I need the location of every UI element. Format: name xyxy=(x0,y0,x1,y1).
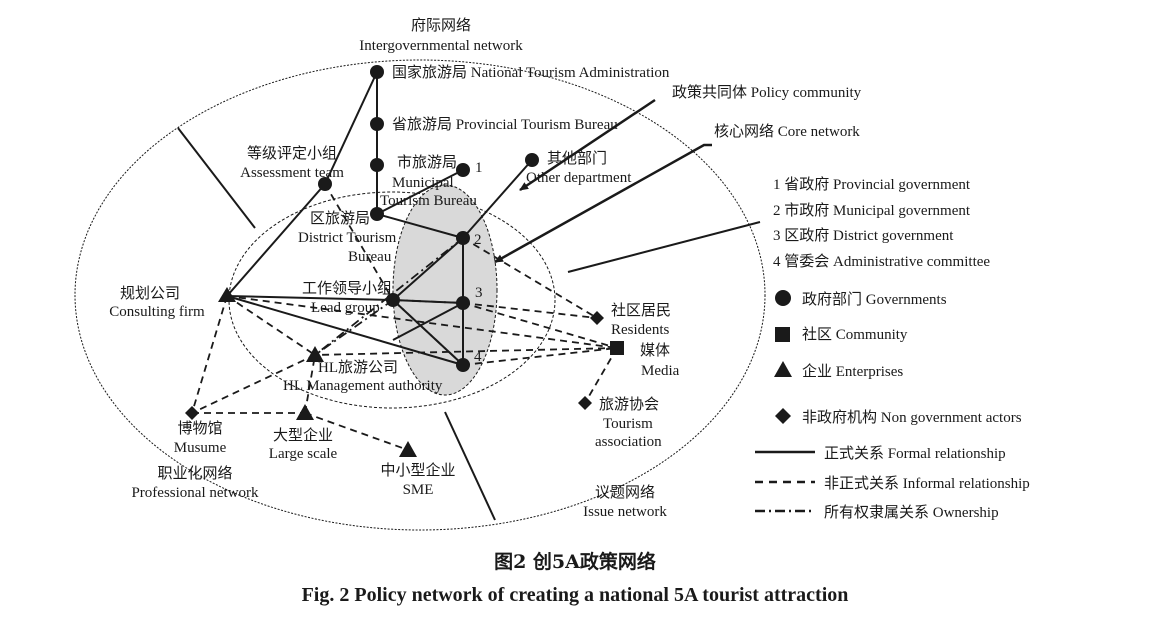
node-lead-group xyxy=(386,293,400,307)
node-4-label: 4 xyxy=(474,349,482,365)
node-3-label: 3 xyxy=(475,285,483,301)
sector-divider xyxy=(444,411,496,521)
core-network-ellipse xyxy=(392,184,498,396)
node-national-tourism xyxy=(370,65,384,79)
other-label-en: Other department xyxy=(526,170,632,186)
node-assessment-team xyxy=(318,177,332,191)
professional-label-zh: 职业化网络 xyxy=(157,465,232,482)
assoc-label-en2: association xyxy=(595,434,662,450)
node-other-department xyxy=(525,153,539,167)
legend-government-1: 1 省政府 Provincial government xyxy=(773,176,971,193)
professional-label-en: Professional network xyxy=(131,485,259,501)
legend-square-icon xyxy=(775,327,790,342)
hl-label-en: HL Management authority xyxy=(283,378,443,394)
ownership-edges xyxy=(314,237,464,366)
node-sme xyxy=(399,441,417,457)
legend-circle-icon xyxy=(775,290,791,306)
legend-government-2: 2 市政府 Municipal government xyxy=(773,202,971,219)
large-label-en: Large scale xyxy=(269,446,338,462)
large-label-zh: 大型企业 xyxy=(273,426,333,444)
legend-triangle-icon xyxy=(774,361,792,377)
consulting-label-en: Consulting firm xyxy=(109,304,205,320)
consulting-label-zh: 规划公司 xyxy=(120,285,180,302)
legend-formal: 正式关系 Formal relationship xyxy=(824,445,1006,462)
assessment-label-zh: 等级评定小组 xyxy=(247,144,337,162)
node-museum xyxy=(185,406,199,420)
legend-informal: 非正式关系 Informal relationship xyxy=(824,475,1030,492)
assoc-label-en1: Tourism xyxy=(603,416,653,432)
core-network-label: 核心网络 Core network xyxy=(714,123,860,140)
intergov-label-zh: 府际网络 xyxy=(411,17,471,34)
policy-community-ellipse xyxy=(228,191,556,409)
figure-caption-zh: 图2 创5A政策网络 xyxy=(494,551,656,573)
municipal-label-zh: 市旅游局 xyxy=(397,154,457,171)
node-1-label: 1 xyxy=(475,160,483,176)
node-media xyxy=(610,341,624,355)
core-network-arrow xyxy=(494,143,712,264)
node-government-2 xyxy=(456,231,470,245)
national-label: 国家旅游局 National Tourism Administration xyxy=(392,64,670,81)
intergov-label-en: Intergovernmental network xyxy=(359,38,523,54)
other-label-zh: 其他部门 xyxy=(547,150,607,167)
sme-label-zh: 中小型企业 xyxy=(380,461,455,479)
legend-enterprises: 企业 Enterprises xyxy=(802,362,903,380)
residents-label-zh: 社区居民 xyxy=(611,302,671,319)
municipal-label-en2: Tourism Bureau xyxy=(380,193,477,209)
outer-network-ellipse xyxy=(74,59,766,531)
node-tourism-association xyxy=(578,396,592,410)
legend-government-3: 3 区政府 District government xyxy=(773,227,954,244)
node-municipal-tourism xyxy=(370,158,384,172)
assessment-label-en: Assessment team xyxy=(240,165,344,181)
node-consulting-firm xyxy=(218,287,236,302)
media-label-zh: 媒体 xyxy=(640,342,670,359)
legend-community: 社区 Community xyxy=(802,326,908,343)
sector-divider xyxy=(567,221,761,273)
district-label-en1: District Tourism xyxy=(298,230,397,246)
legend-governments: 政府部门 Governments xyxy=(802,291,947,308)
node-large-scale xyxy=(296,404,314,420)
figure-caption-en: Fig. 2 Policy network of creating a nati… xyxy=(301,584,849,606)
node-hl-company xyxy=(306,346,324,362)
policy-community-arrow xyxy=(519,98,656,192)
policy-community-label: 政策共同体 Policy community xyxy=(672,84,862,101)
node-provincial-tourism xyxy=(370,117,384,131)
legend-government-4: 4 管委会 Administrative committee xyxy=(773,253,990,270)
legend-ngo: 非政府机构 Non government actors xyxy=(802,409,1022,426)
hl-label-zh: HL旅游公司 xyxy=(318,359,398,376)
lead-label-en: Lead group xyxy=(311,300,380,316)
informal-edges xyxy=(191,183,618,451)
issue-label-zh: 议题网络 xyxy=(595,484,655,501)
assoc-label-zh: 旅游协会 xyxy=(599,396,659,413)
node-residents xyxy=(590,311,604,325)
node-2-label: 2 xyxy=(474,232,482,248)
node-government-4 xyxy=(456,358,470,372)
legend-diamond-icon xyxy=(775,408,791,424)
node-district-tourism xyxy=(370,207,384,221)
museum-label-en: Musume xyxy=(174,440,227,456)
issue-label-en: Issue network xyxy=(583,504,667,520)
lead-label-zh: 工作领导小组 xyxy=(302,280,392,297)
sector-divider xyxy=(177,127,256,229)
node-government-1 xyxy=(456,163,470,177)
district-label-en2: Bureau xyxy=(348,249,392,265)
district-label-zh: 区旅游局 xyxy=(310,210,370,227)
legend: 1 省政府 Provincial government 2 市政府 Munici… xyxy=(755,176,1030,521)
residents-label-en: Residents xyxy=(611,322,669,338)
sme-label-en: SME xyxy=(403,482,434,498)
node-government-3 xyxy=(456,296,470,310)
municipal-label-en1: Municipal xyxy=(392,175,454,191)
policy-network-diagram: 府际网络 Intergovernmental network 政策共同体 Pol… xyxy=(74,17,1030,531)
provincial-label: 省旅游局 Provincial Tourism Bureau xyxy=(392,116,618,133)
museum-label-zh: 博物馆 xyxy=(177,420,222,437)
legend-ownership: 所有权隶属关系 Ownership xyxy=(824,504,999,521)
media-label-en: Media xyxy=(641,363,680,379)
